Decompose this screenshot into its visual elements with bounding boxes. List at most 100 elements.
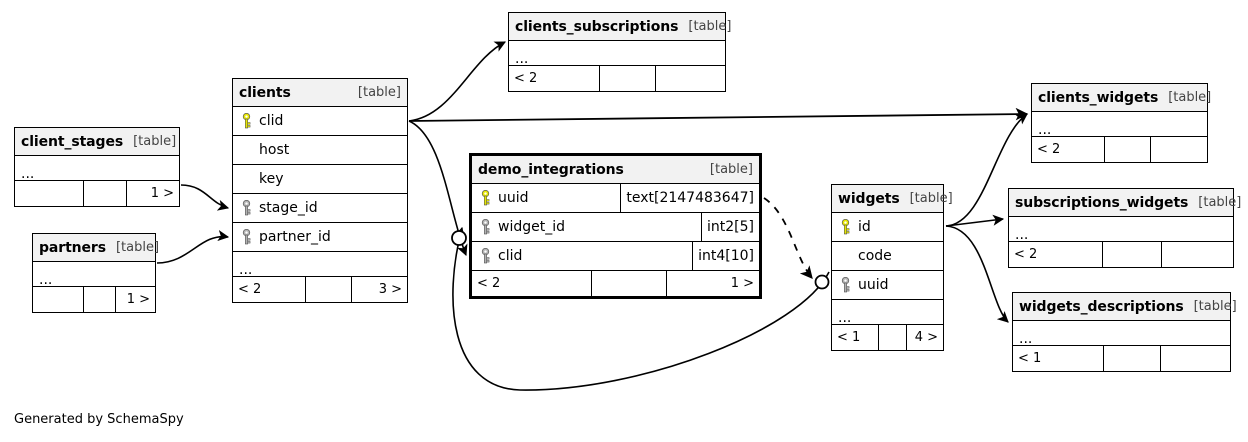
table-widgets_descriptions[interactable]: widgets_descriptions[table]...< 1 [1012,292,1237,372]
table-clients_subscriptions[interactable]: clients_subscriptions[table]...< 2 [508,12,731,92]
column-label: id [858,219,871,235]
footer-cell-2 [1151,137,1207,162]
edge-clients-to-clients-widgets [408,98,1059,122]
table-type-tag: [table] [1193,299,1237,314]
table-header-demo_integrations: demo_integrations[table] [472,156,759,184]
more-columns-ellipsis: ... [1009,217,1233,242]
foreign-key-icon [241,200,252,216]
table-title: clients [239,84,291,101]
footer-cell-0: < 2 [472,271,593,296]
column-name-cell: uuid [472,190,620,206]
primary-key-icon [480,190,491,206]
table-type-tag: [table] [115,240,160,255]
footer-cell-2 [1162,242,1233,267]
foreign-key-icon [480,219,491,235]
footer-cell-2: 4 > [914,330,938,345]
column-type-cell: int2[5] [701,213,759,241]
table-footer-widgets_descriptions: < 1 [1013,346,1230,371]
column-row-widget_id[interactable]: widget_id int2[5] [472,213,759,242]
table-title: subscriptions_widgets [1015,194,1189,211]
footer-cell-0: < 2 [233,277,307,302]
more-columns-ellipsis: ... [1032,112,1207,137]
footer-cell-1 [1103,242,1162,267]
footer-cell-1 [1105,137,1151,162]
footer-cell-2 [656,66,725,91]
column-name-cell: stage_id [233,200,407,216]
column-row-uuid[interactable]: uuid [832,271,943,300]
column-type-cell: int4[10] [692,242,759,270]
table-subscriptions_widgets[interactable]: subscriptions_widgets[table]...< 2 [1008,188,1241,268]
foreign-key-icon [480,248,491,264]
table-type-tag: [table] [909,191,953,206]
table-title: widgets_descriptions [1019,298,1184,315]
footer-cell-0: < 1 [1013,346,1105,371]
footer-cell-0 [15,181,85,206]
table-footer-partners: 1 > [33,287,155,312]
table-client_stages[interactable]: client_stages[table]...1 > [14,127,180,207]
column-label: widget_id [498,219,565,235]
edge-demo-integrations-to-widgets-uuid [763,197,830,290]
column-row-key[interactable]: key [233,165,407,194]
column-row-host[interactable]: host [233,136,407,165]
footer-cell-2: 1 > [126,292,150,307]
column-name-cell: clid [233,113,407,129]
column-row-stage_id[interactable]: stage_id [233,194,407,223]
table-header-clients_widgets: clients_widgets[table] [1032,84,1211,112]
footer-cell-1 [84,287,116,312]
table-header-widgets_descriptions: widgets_descriptions [table] [1013,293,1237,321]
column-label: uuid [858,277,889,293]
footer-cell-2: 3 > [378,282,402,297]
column-label: clid [259,113,284,129]
table-footer-subscriptions_widgets: < 2 [1009,242,1233,267]
table-header-client_stages: client_stages[table] [15,128,179,156]
table-title: clients_widgets [1038,89,1159,106]
table-footer-widgets: < 1 4 > [832,325,943,350]
table-title: client_stages [21,133,124,150]
table-type-tag: [table] [357,85,401,100]
table-title: partners [39,239,106,256]
footer-cell-0: < 1 [832,325,879,350]
table-header-clients_subscriptions: clients_subscriptions [table] [509,13,731,41]
table-header-clients: clients [table] [233,79,407,107]
table-partners[interactable]: partners[table]...1 > [32,233,159,313]
foreign-key-icon [241,229,252,245]
footer-cell-2: 1 > [150,186,174,201]
table-clients_widgets[interactable]: clients_widgets[table]...< 2 [1031,83,1211,163]
more-columns-ellipsis: ... [832,300,943,325]
column-row-partner_id[interactable]: partner_id [233,223,407,252]
column-label: host [259,142,290,158]
column-name-cell: clid [472,248,692,264]
foreign-key-icon [840,277,851,293]
footer-cell-0: < 2 [509,66,600,91]
footer-cell-0: < 2 [1009,242,1104,267]
column-name-cell: host [233,142,407,158]
table-header-widgets: widgets[table] [832,185,953,213]
footer-cell-1 [306,277,352,302]
footer-cell-0 [33,287,85,312]
table-footer-client_stages: 1 > [15,181,179,206]
table-title: clients_subscriptions [515,18,679,35]
column-name-cell: id [832,219,943,235]
footer-cell-1 [592,271,667,296]
column-row-id[interactable]: id [832,213,943,242]
table-header-partners: partners [table] [33,234,159,262]
footer-cell-1 [600,66,656,91]
column-name-cell: uuid [832,277,943,293]
column-name-cell: code [832,248,943,264]
table-type-tag: [table] [688,19,732,34]
table-widgets[interactable]: widgets[table] id code uuid...< 1 4 > [831,184,953,351]
column-label: key [259,171,284,187]
column-row-clid[interactable]: clid [233,107,407,136]
footer-cell-1 [84,181,127,206]
column-name-cell: widget_id [472,219,701,235]
column-name-cell: partner_id [233,229,407,245]
column-row-code[interactable]: code [832,242,943,271]
table-footer-clients: < 2 3 > [233,277,407,302]
table-type-tag: [table] [709,162,753,177]
